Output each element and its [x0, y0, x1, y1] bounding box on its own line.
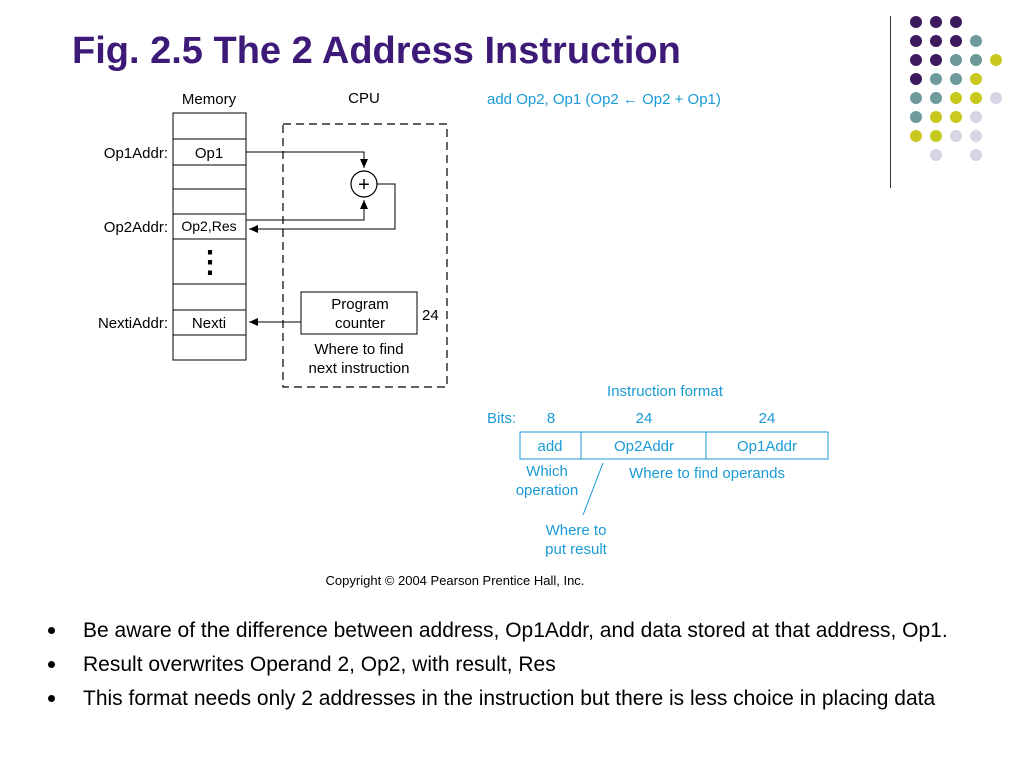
decor-dot: [930, 73, 942, 85]
where-result-line2: put result: [545, 541, 608, 558]
decor-dot: [910, 35, 922, 47]
bullet-dot: [48, 627, 55, 634]
op2-to-adder-arrow: [246, 200, 368, 221]
decor-divider: [890, 16, 891, 188]
cpu-box: [282, 123, 448, 388]
op1-cell: Op1: [195, 145, 223, 162]
bullet-list: Be aware of the difference between addre…: [48, 618, 998, 720]
decor-dot: [950, 73, 962, 85]
op1-addr-label: Op1Addr:: [104, 145, 168, 162]
decor-dot: [930, 54, 942, 66]
bullet-item: Result overwrites Operand 2, Op2, with r…: [48, 652, 998, 677]
decor-dot: [970, 111, 982, 123]
decor-dot: [910, 111, 922, 123]
decor-dot: [950, 35, 962, 47]
result-pointer-line: [582, 462, 604, 516]
decor-dot: [970, 92, 982, 104]
memory-ellipsis: ⋮: [195, 246, 225, 279]
slide-title: Fig. 2.5 The 2 Address Instruction: [72, 30, 681, 72]
bullet-text: Result overwrites Operand 2, Op2, with r…: [83, 653, 556, 676]
decor-dot: [910, 92, 922, 104]
bullet-item: This format needs only 2 addresses in th…: [48, 686, 998, 711]
decor-dot: [910, 16, 922, 28]
op2-addr-label: Op2Addr:: [104, 219, 168, 236]
program-counter-box: [300, 291, 418, 335]
format-title: Instruction format: [607, 383, 724, 400]
adder-symbol: +: [358, 174, 370, 196]
decor-dot: [950, 130, 962, 142]
bullet-dot: [48, 695, 55, 702]
nexti-addr-label: NextiAddr:: [98, 315, 168, 332]
bullet-dot: [48, 661, 55, 668]
decor-dot: [970, 35, 982, 47]
bullet-item: Be aware of the difference between addre…: [48, 618, 998, 643]
memory-label: Memory: [182, 91, 237, 108]
pc-label-line2: counter: [335, 315, 385, 332]
format-fields-box: [519, 431, 829, 460]
decor-dot: [970, 73, 982, 85]
copyright: Copyright © 2004 Pearson Prentice Hall, …: [326, 573, 585, 588]
where-next-line1: Where to find: [314, 341, 403, 358]
decor-dot: [910, 130, 922, 142]
where-operands: Where to find operands: [629, 465, 785, 482]
decor-dot: [990, 92, 1002, 104]
bits-field1: 8: [547, 410, 555, 427]
two-address-figure: Memory Op1Addr: Op1 Op2Addr: Op2,Res ⋮ N…: [98, 90, 829, 588]
op1-to-adder-arrow: [246, 151, 368, 168]
decor-dot: [910, 73, 922, 85]
which-operation-line1: Which: [526, 463, 568, 480]
result-to-op2-arrow: [249, 183, 396, 233]
decor-dot: [930, 149, 942, 161]
decor-dot: [970, 54, 982, 66]
bullet-text: Be aware of the difference between addre…: [83, 619, 948, 642]
field-op1addr: Op1Addr: [737, 438, 797, 455]
instruction-line: add Op2, Op1 (Op2 ← Op2 + Op1): [487, 91, 721, 108]
field-op2addr: Op2Addr: [614, 438, 674, 455]
decor-dot: [930, 92, 942, 104]
which-operation-line2: operation: [516, 482, 579, 499]
decor-dot: [970, 130, 982, 142]
bits-field2: 24: [636, 410, 653, 427]
bullet-text: This format needs only 2 addresses in th…: [83, 687, 936, 710]
op2-cell: Op2,Res: [181, 218, 236, 234]
decor-dot: [910, 54, 922, 66]
decor-dot: [950, 92, 962, 104]
bits-field3: 24: [759, 410, 776, 427]
decor-dot: [950, 54, 962, 66]
decor-dot: [970, 149, 982, 161]
nexti-cell: Nexti: [192, 315, 226, 332]
cpu-label: CPU: [348, 90, 380, 107]
decor-dot: [930, 16, 942, 28]
decor-dot: [930, 130, 942, 142]
memory-column: [172, 112, 247, 361]
decor-dot: [930, 111, 942, 123]
bits-label: Bits:: [487, 410, 516, 427]
where-result-line1: Where to: [546, 522, 607, 539]
pc-label-line1: Program: [331, 296, 389, 313]
decor-dot: [950, 16, 962, 28]
pc-width: 24: [422, 307, 439, 324]
field-add: add: [537, 438, 562, 455]
decor-dot: [990, 54, 1002, 66]
decor-dot: [930, 35, 942, 47]
where-next-line2: next instruction: [309, 360, 410, 377]
decor-dot: [950, 111, 962, 123]
